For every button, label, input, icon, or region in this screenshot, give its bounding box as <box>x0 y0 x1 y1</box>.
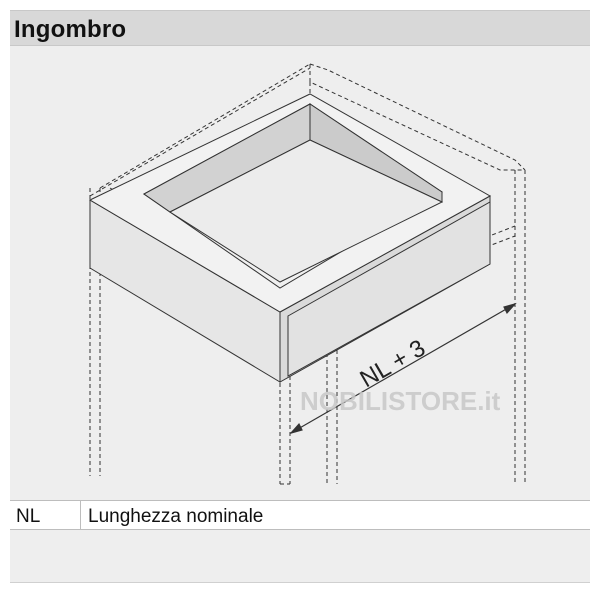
legend-row: NL Lunghezza nominale <box>10 500 590 530</box>
drawer-inner <box>143 103 444 289</box>
legend-separator <box>80 501 81 529</box>
drawer-dimension-drawing: NL + 3 NOBILISTORE.it <box>10 46 590 500</box>
legend-description: Lunghezza nominale <box>88 506 264 527</box>
watermark-logo: NOBILISTORE.it <box>300 386 501 416</box>
drawer-side <box>279 195 491 383</box>
dimension-line <box>289 302 517 435</box>
section-title: Ingombro <box>14 16 127 43</box>
footer-panel <box>10 530 590 583</box>
legend-abbreviation: NL <box>16 506 41 527</box>
dimension-label: NL + 3 <box>356 335 431 394</box>
section-header: Ingombro <box>10 10 590 46</box>
drawer-diagram: NL + 3 NOBILISTORE.it <box>88 63 526 485</box>
